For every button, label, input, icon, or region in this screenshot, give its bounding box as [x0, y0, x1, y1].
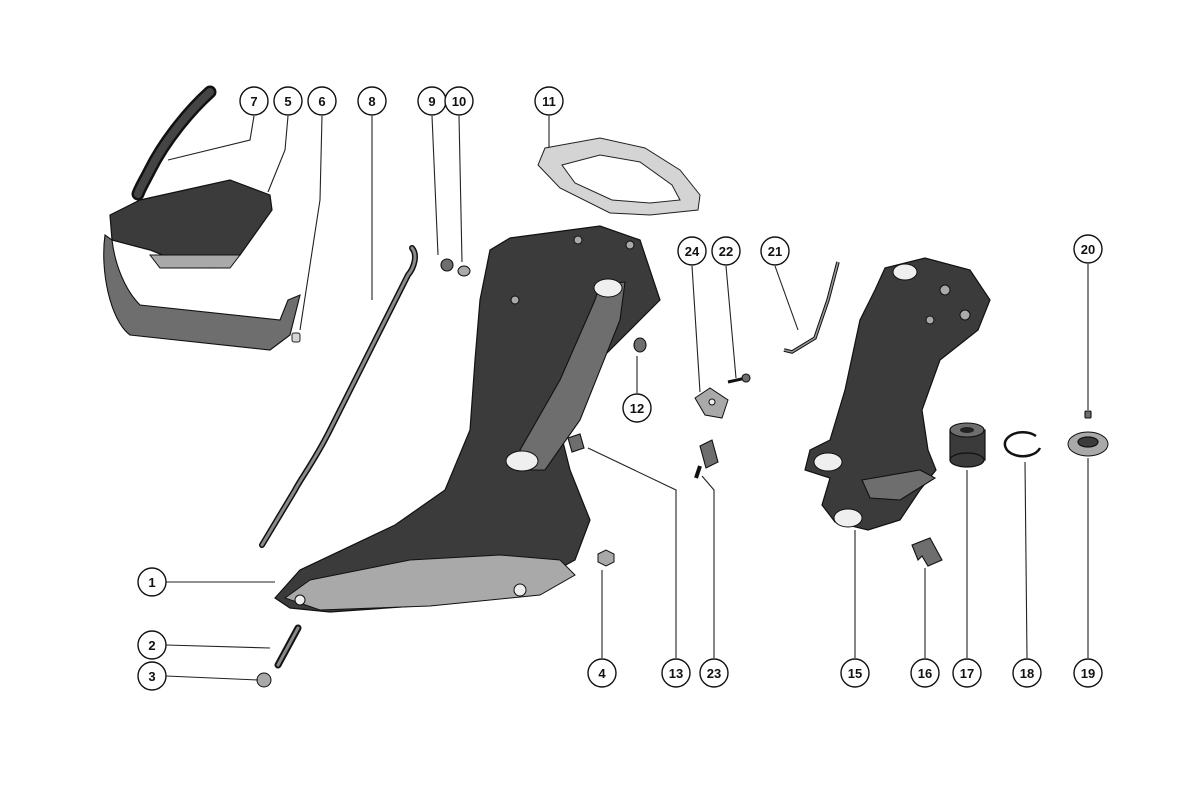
part-5-cover-shield	[103, 179, 301, 351]
callout-24: 24	[677, 236, 707, 266]
svg-text:22: 22	[719, 244, 733, 259]
callout-23: 23	[699, 658, 729, 688]
callout-8: 8	[357, 86, 387, 116]
callout-20: 20	[1073, 234, 1103, 264]
svg-text:21: 21	[768, 244, 782, 259]
svg-text:11: 11	[542, 94, 556, 109]
svg-text:13: 13	[669, 666, 683, 681]
part-11-gasket	[537, 137, 701, 216]
callout-19: 19	[1073, 658, 1103, 688]
svg-text:8: 8	[368, 94, 375, 109]
part-4-nut	[597, 549, 615, 567]
svg-text:16: 16	[918, 666, 932, 681]
callout-1: 1	[137, 567, 167, 597]
svg-text:2: 2	[148, 638, 155, 653]
svg-text:23: 23	[707, 666, 721, 681]
callout-7: 7	[239, 86, 269, 116]
svg-text:6: 6	[318, 94, 325, 109]
part-24-clip	[694, 387, 729, 419]
part-6-screw	[291, 332, 301, 343]
part-19-bearing	[1067, 431, 1109, 457]
callout-9: 9	[417, 86, 447, 116]
svg-text:3: 3	[148, 669, 155, 684]
svg-text:7: 7	[250, 94, 257, 109]
callout-6: 6	[307, 86, 337, 116]
part-21-link	[783, 261, 840, 354]
part-12-nut	[633, 337, 647, 353]
part-15-housing	[804, 257, 991, 531]
part-9-nut	[440, 258, 454, 272]
callout-2: 2	[137, 630, 167, 660]
callout-18: 18	[1012, 658, 1042, 688]
part-2-stud	[274, 624, 302, 669]
callout-21: 21	[760, 236, 790, 266]
callout-12: 12	[622, 393, 652, 423]
part-20-screw	[1084, 410, 1092, 419]
svg-text:24: 24	[685, 244, 700, 259]
callout-11: 11	[534, 86, 564, 116]
svg-text:12: 12	[630, 401, 644, 416]
svg-text:5: 5	[284, 94, 291, 109]
callout-13: 13	[661, 658, 691, 688]
part-7-hose	[131, 85, 217, 201]
callout-16: 16	[910, 658, 940, 688]
part-1-driveshaft-housing	[274, 225, 661, 613]
callout-22: 22	[711, 236, 741, 266]
part-16-bracket	[911, 537, 943, 567]
svg-text:4: 4	[598, 666, 606, 681]
callout-4: 4	[587, 658, 617, 688]
svg-text:10: 10	[452, 94, 466, 109]
svg-text:1: 1	[148, 575, 155, 590]
part-3-nut	[256, 672, 272, 688]
part-13-bracket	[567, 433, 585, 453]
part-18-snap-ring	[1003, 430, 1042, 458]
svg-text:9: 9	[428, 94, 435, 109]
callout-10: 10	[444, 86, 474, 116]
callout-17: 17	[952, 658, 982, 688]
part-17-bushing	[949, 422, 986, 468]
part-22-screw	[727, 373, 751, 384]
svg-text:20: 20	[1081, 242, 1095, 257]
part-8-rod	[259, 245, 418, 548]
callout-15: 15	[840, 658, 870, 688]
callout-5: 5	[273, 86, 303, 116]
svg-text:18: 18	[1020, 666, 1034, 681]
part-10-washer	[457, 265, 471, 277]
leader-lines	[165, 115, 1089, 681]
part-23-fitting	[694, 439, 719, 479]
svg-text:17: 17	[960, 666, 974, 681]
callout-3: 3	[137, 661, 167, 691]
svg-text:15: 15	[848, 666, 862, 681]
svg-text:19: 19	[1081, 666, 1095, 681]
